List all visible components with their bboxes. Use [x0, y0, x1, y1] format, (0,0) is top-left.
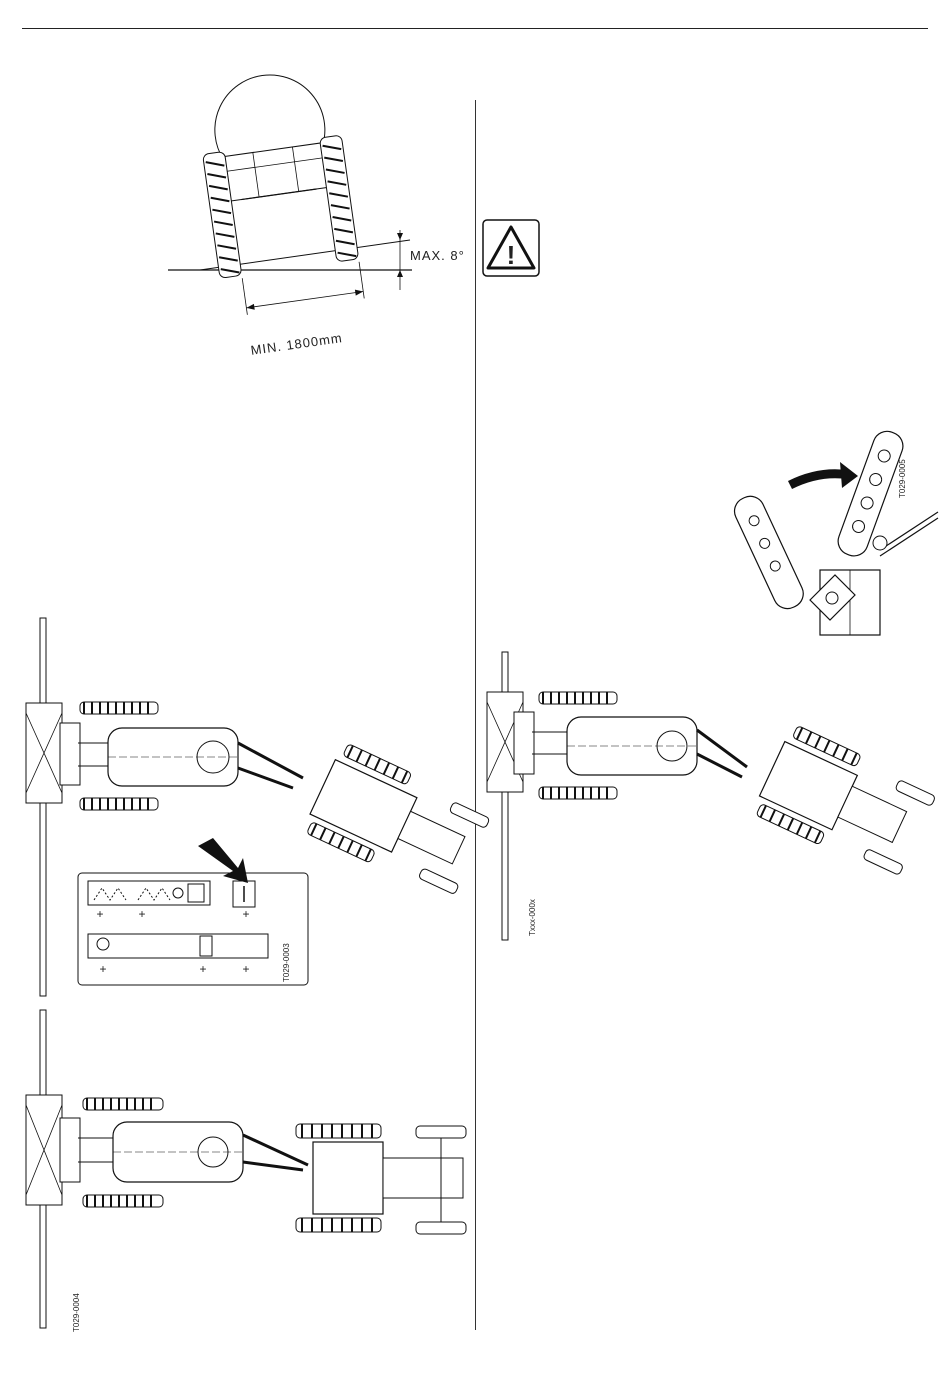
slope-width-label: MIN. 1800mm	[250, 330, 344, 358]
curved-arrow-icon	[790, 474, 850, 485]
slope-diagram: MAX. 8° MIN. 1800mm	[160, 90, 480, 360]
hitch-diagram	[740, 420, 940, 635]
panel-plus-4: +	[99, 962, 106, 976]
panel-plus-1: +	[96, 907, 103, 921]
header-rule	[22, 28, 928, 29]
topview-straight	[38, 1010, 473, 1330]
topview-turn-right: + + + + + +	[38, 618, 478, 998]
panel-plus-5: +	[199, 962, 206, 976]
topview-turn-left	[492, 652, 922, 942]
warning-symbol: !	[482, 219, 540, 277]
figure-code-turn-right: T029-0003	[282, 943, 291, 982]
figure-code-straight: T029-0004	[72, 1293, 81, 1332]
warning-glyph: !	[507, 240, 516, 270]
panel-plus-6: +	[242, 962, 249, 976]
slope-angle-label: MAX. 8°	[410, 248, 465, 263]
figure-code-turn-left: Txxx-000x	[528, 899, 537, 936]
panel-plus-3: +	[242, 907, 249, 921]
figure-code-hitch: T029-0005	[898, 459, 907, 498]
panel-plus-2: +	[138, 907, 145, 921]
